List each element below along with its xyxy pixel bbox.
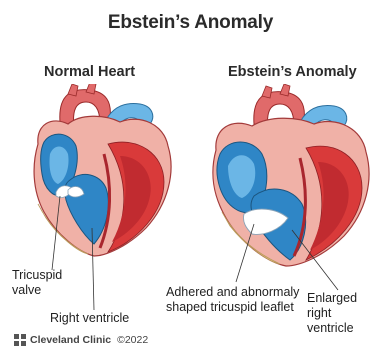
label-enlarged-right-ventricle: Enlarged right ventricle bbox=[307, 291, 381, 336]
normal-heart-illustration bbox=[8, 84, 188, 259]
subtitle-normal-heart: Normal Heart bbox=[44, 64, 135, 80]
ebstein-heart-illustration bbox=[196, 84, 378, 268]
subtitle-ebstein-anomaly: Ebstein’s Anomaly bbox=[228, 64, 357, 80]
branch-vessel bbox=[68, 84, 78, 96]
footer: Cleveland Clinic ©2022 bbox=[14, 334, 148, 346]
branch-vessel-2 bbox=[280, 84, 290, 96]
figure-title: Ebstein’s Anomaly bbox=[0, 12, 381, 34]
footer-year: ©2022 bbox=[117, 334, 148, 346]
branch-vessel-2 bbox=[86, 84, 96, 94]
cleveland-clinic-logo-icon bbox=[14, 334, 26, 346]
footer-brand: Cleveland Clinic bbox=[30, 334, 111, 346]
label-adhered-leaflet: Adhered and abnormaly shaped tricuspid l… bbox=[166, 285, 316, 315]
label-right-ventricle: Right ventricle bbox=[50, 311, 129, 326]
branch-vessel bbox=[262, 86, 272, 98]
label-tricuspid-valve: Tricuspid valve bbox=[12, 268, 72, 298]
